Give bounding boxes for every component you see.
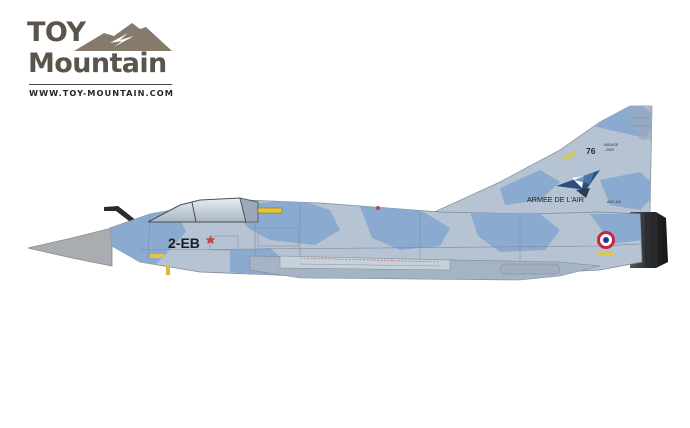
toy-mountain-logo[interactable]: TOY Mountain WWW.TOY-MOUNTAIN.COM [27, 18, 175, 104]
nose-yellow-marker [150, 254, 164, 258]
french-roundel [597, 231, 615, 249]
logo-url[interactable]: WWW.TOY-MOUNTAIN.COM [29, 88, 174, 98]
logo-text-mountain: Mountain [28, 48, 167, 79]
tail-fin [429, 105, 653, 215]
radome [27, 227, 113, 267]
intake-panel [257, 227, 299, 247]
access-panel [209, 235, 239, 251]
aircraft-code: 2-EB [168, 235, 200, 251]
logo-text-toy: TOY [27, 17, 86, 48]
cockpit-canopy [147, 197, 259, 223]
red-anticollision-light [376, 206, 380, 210]
tail-small-label-3: AMC-BA [607, 200, 622, 204]
ventral-pod [499, 263, 561, 275]
tail-small-label-1: MIRAGE [604, 143, 619, 147]
mountain-logo-icon [74, 23, 172, 51]
logo-divider [29, 84, 172, 85]
nose-gear-detail [166, 266, 170, 275]
canopy-release-marker [257, 207, 283, 214]
tail-number: 76 [586, 146, 596, 156]
fuselage-stencil-marker [598, 252, 614, 255]
tail-small-label-2: 2000 [606, 148, 614, 152]
tail-air-force-text: ARMEE DE L'AIR [527, 195, 584, 204]
warning-star-marker [205, 235, 216, 244]
